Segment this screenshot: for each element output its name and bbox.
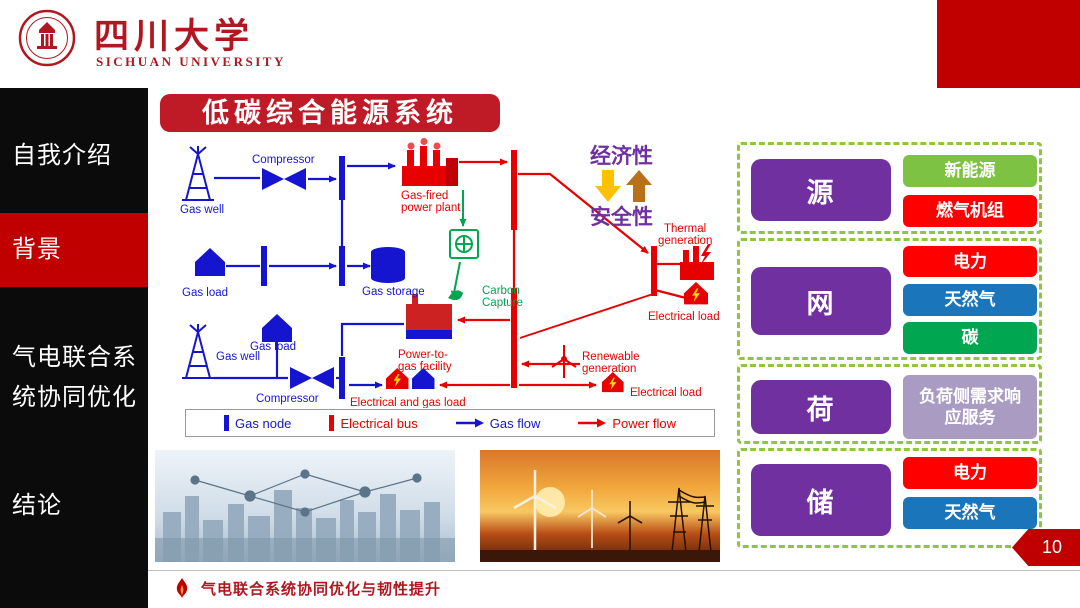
- sidebar-item-background[interactable]: 背景: [0, 213, 148, 287]
- footer-logo-icon: [176, 578, 188, 598]
- footer: 气电联合系统协同优化与韧性提升: [172, 577, 441, 599]
- label-compressor-bottom: Compressor: [256, 393, 319, 405]
- renewable-generation-icon: [551, 345, 577, 378]
- economy-down-arrow-icon: [595, 170, 621, 202]
- group-name-network: 网: [751, 267, 891, 335]
- tag-demand-response: 负荷侧需求响应服务: [903, 375, 1037, 439]
- tag-new-energy: 新能源: [903, 155, 1037, 187]
- sidebar-item-conclusion[interactable]: 结论: [12, 492, 62, 519]
- tag-gas-storage: 天然气: [903, 497, 1037, 529]
- energy-system-diagram: Gas well Compressor Gas-fired power plan…: [180, 138, 720, 408]
- label-electrical-load-right: Electrical load: [648, 311, 720, 323]
- compressor-icon: [262, 168, 306, 190]
- label-gas-load-mid: Gas load: [250, 341, 296, 353]
- gas-flow-arrow-icon: [455, 418, 484, 428]
- label-safety: 安全性: [590, 205, 653, 229]
- label-carbon-1: Carbon: [482, 285, 520, 297]
- label-gas-fired-1: Gas-fired: [401, 190, 448, 202]
- electrical-load-icon: [602, 372, 624, 393]
- power-to-gas-icon: [406, 290, 463, 339]
- label-gas-load-left: Gas load: [182, 287, 228, 299]
- electrical-load-icon: [684, 282, 708, 305]
- label-gas-well-bottom: Gas well: [216, 351, 260, 363]
- legend-gas-flow: Gas flow: [455, 416, 540, 431]
- label-electrical-load-bottom: Electrical load: [630, 387, 702, 399]
- page-title: 低碳综合能源系统: [160, 94, 500, 132]
- carbon-capture-icon: [449, 229, 479, 259]
- diagram-labels: Gas well Compressor Gas-fired power plan…: [180, 154, 720, 408]
- thermal-generation-icon: [680, 244, 714, 280]
- label-gas-well-top: Gas well: [180, 204, 224, 216]
- gas-load-icon: [195, 248, 225, 276]
- gas-storage-icon: [371, 247, 405, 283]
- label-gas-fired-2: power plant: [401, 202, 461, 214]
- panel-group-storage: 储 电力 天然气: [737, 448, 1042, 548]
- legend-electrical-bus: Electrical bus: [329, 415, 418, 431]
- tag-carbon: 碳: [903, 322, 1037, 354]
- header-red-corner: [937, 0, 1080, 88]
- label-carbon-2: Capture: [482, 297, 523, 309]
- sidebar: 自我介绍 背景 气电联合系统协同优化 结论: [0, 88, 148, 608]
- label-thermal-2: generation: [658, 235, 712, 247]
- university-name-en: SICHUAN UNIVERSITY: [96, 54, 286, 69]
- legend-power-flow: Power flow: [578, 416, 676, 431]
- safety-up-arrow-icon: [626, 170, 652, 202]
- group-name-source: 源: [751, 159, 891, 221]
- label-renewable-1: Renewable: [582, 351, 640, 363]
- gas-node-bars: [261, 156, 345, 399]
- label-electrical-and-gas-load: Electrical and gas load: [350, 397, 466, 408]
- gas-well-icon: [181, 323, 215, 379]
- panel-group-network: 网 电力 天然气 碳: [737, 238, 1042, 360]
- label-economy: 经济性: [590, 144, 653, 168]
- tag-electricity: 电力: [903, 246, 1037, 277]
- electrical-bus-bars: [511, 150, 657, 388]
- city-network-photo: [155, 450, 455, 562]
- university-name-cn: 四川大学: [94, 17, 255, 56]
- footer-title: 气电联合系统协同优化与韧性提升: [201, 580, 442, 598]
- tag-electricity-storage: 电力: [903, 457, 1037, 489]
- panel-group-load: 荷 负荷侧需求响应服务: [737, 364, 1042, 444]
- panel-group-source: 源 新能源 燃气机组: [737, 142, 1042, 234]
- page-number: 10: [1012, 529, 1080, 566]
- label-power-to-gas-2: gas facility: [398, 361, 452, 373]
- electrical-bus-glyph: [329, 415, 335, 431]
- label-power-to-gas-1: Power-to-: [398, 349, 448, 361]
- diagram-legend: Gas node Electrical bus Gas flow Power f…: [185, 409, 715, 437]
- university-seal: [18, 9, 76, 67]
- gas-node-glyph: [224, 415, 230, 431]
- sidebar-item-intro[interactable]: 自我介绍: [12, 142, 112, 169]
- group-name-storage: 储: [751, 464, 891, 536]
- gas-well-icon: [181, 145, 215, 201]
- header: 四川大学 SICHUAN UNIVERSITY: [0, 0, 1080, 88]
- sidebar-item-optimization[interactable]: 气电联合系统协同优化: [12, 344, 137, 411]
- footer-divider: [148, 570, 1080, 571]
- group-name-load: 荷: [751, 380, 891, 434]
- wind-farm-photo: [480, 450, 720, 562]
- gas-load-icon: [262, 314, 292, 342]
- legend-gas-node: Gas node: [224, 415, 291, 431]
- power-flow-arrow-icon: [578, 418, 607, 428]
- tag-gas-unit: 燃气机组: [903, 195, 1037, 227]
- label-thermal-1: Thermal: [664, 223, 706, 235]
- tag-natural-gas: 天然气: [903, 284, 1037, 316]
- compressor-icon: [290, 367, 334, 389]
- label-compressor-top: Compressor: [252, 154, 315, 166]
- label-gas-storage: Gas storage: [362, 286, 425, 298]
- gas-fired-power-plant-icon: [402, 138, 458, 186]
- label-renewable-2: generation: [582, 363, 636, 375]
